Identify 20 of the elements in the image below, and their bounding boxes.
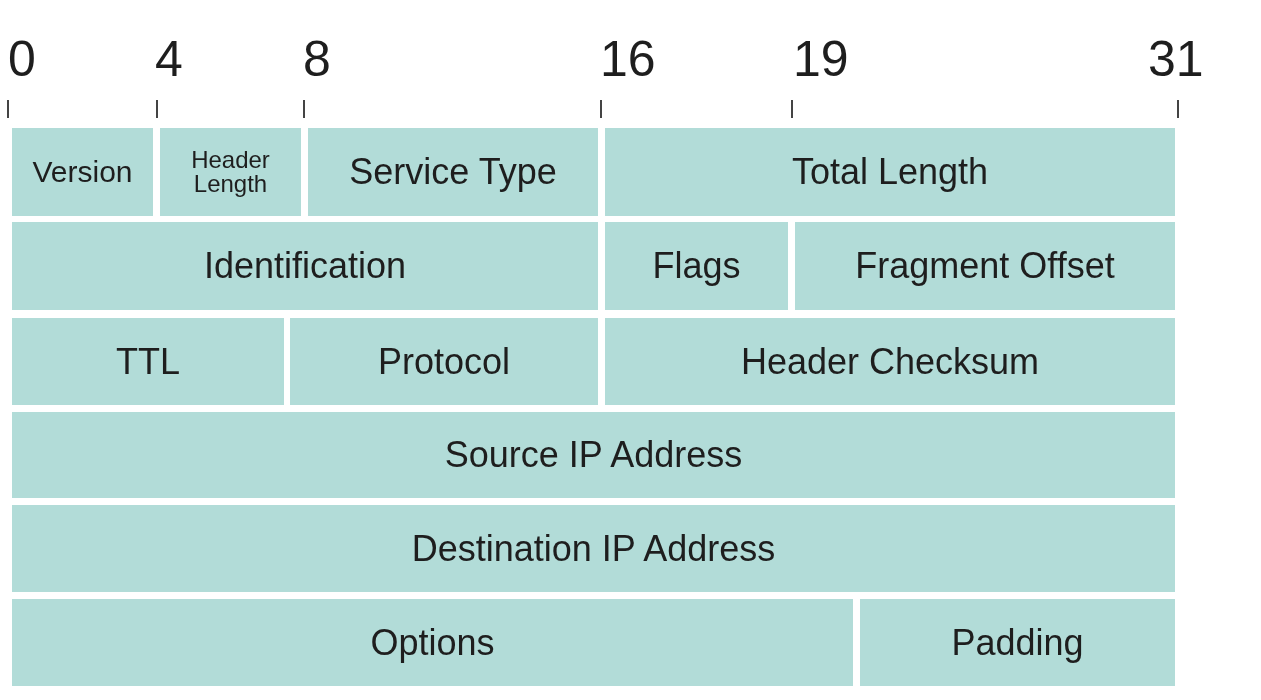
header-field: Service Type [308,128,598,216]
header-field: Total Length [605,128,1175,216]
bit-number: 4 [155,34,183,84]
header-field: Destination IP Address [12,505,1175,592]
header-field: Fragment Offset [795,222,1175,310]
bit-number: 16 [600,34,656,84]
bit-number: 0 [8,34,36,84]
header-field: Flags [605,222,788,310]
bit-number: 8 [303,34,331,84]
header-field: Header Checksum [605,318,1175,405]
header-field: Version [12,128,153,216]
bit-number: 31 [1148,34,1204,84]
header-field: Protocol [290,318,598,405]
header-field: Options [12,599,853,686]
header-field: Header Length [160,128,301,216]
bit-number: 19 [793,34,849,84]
header-field: Identification [12,222,598,310]
header-field: Source IP Address [12,412,1175,498]
header-field: TTL [12,318,284,405]
header-field: Padding [860,599,1175,686]
